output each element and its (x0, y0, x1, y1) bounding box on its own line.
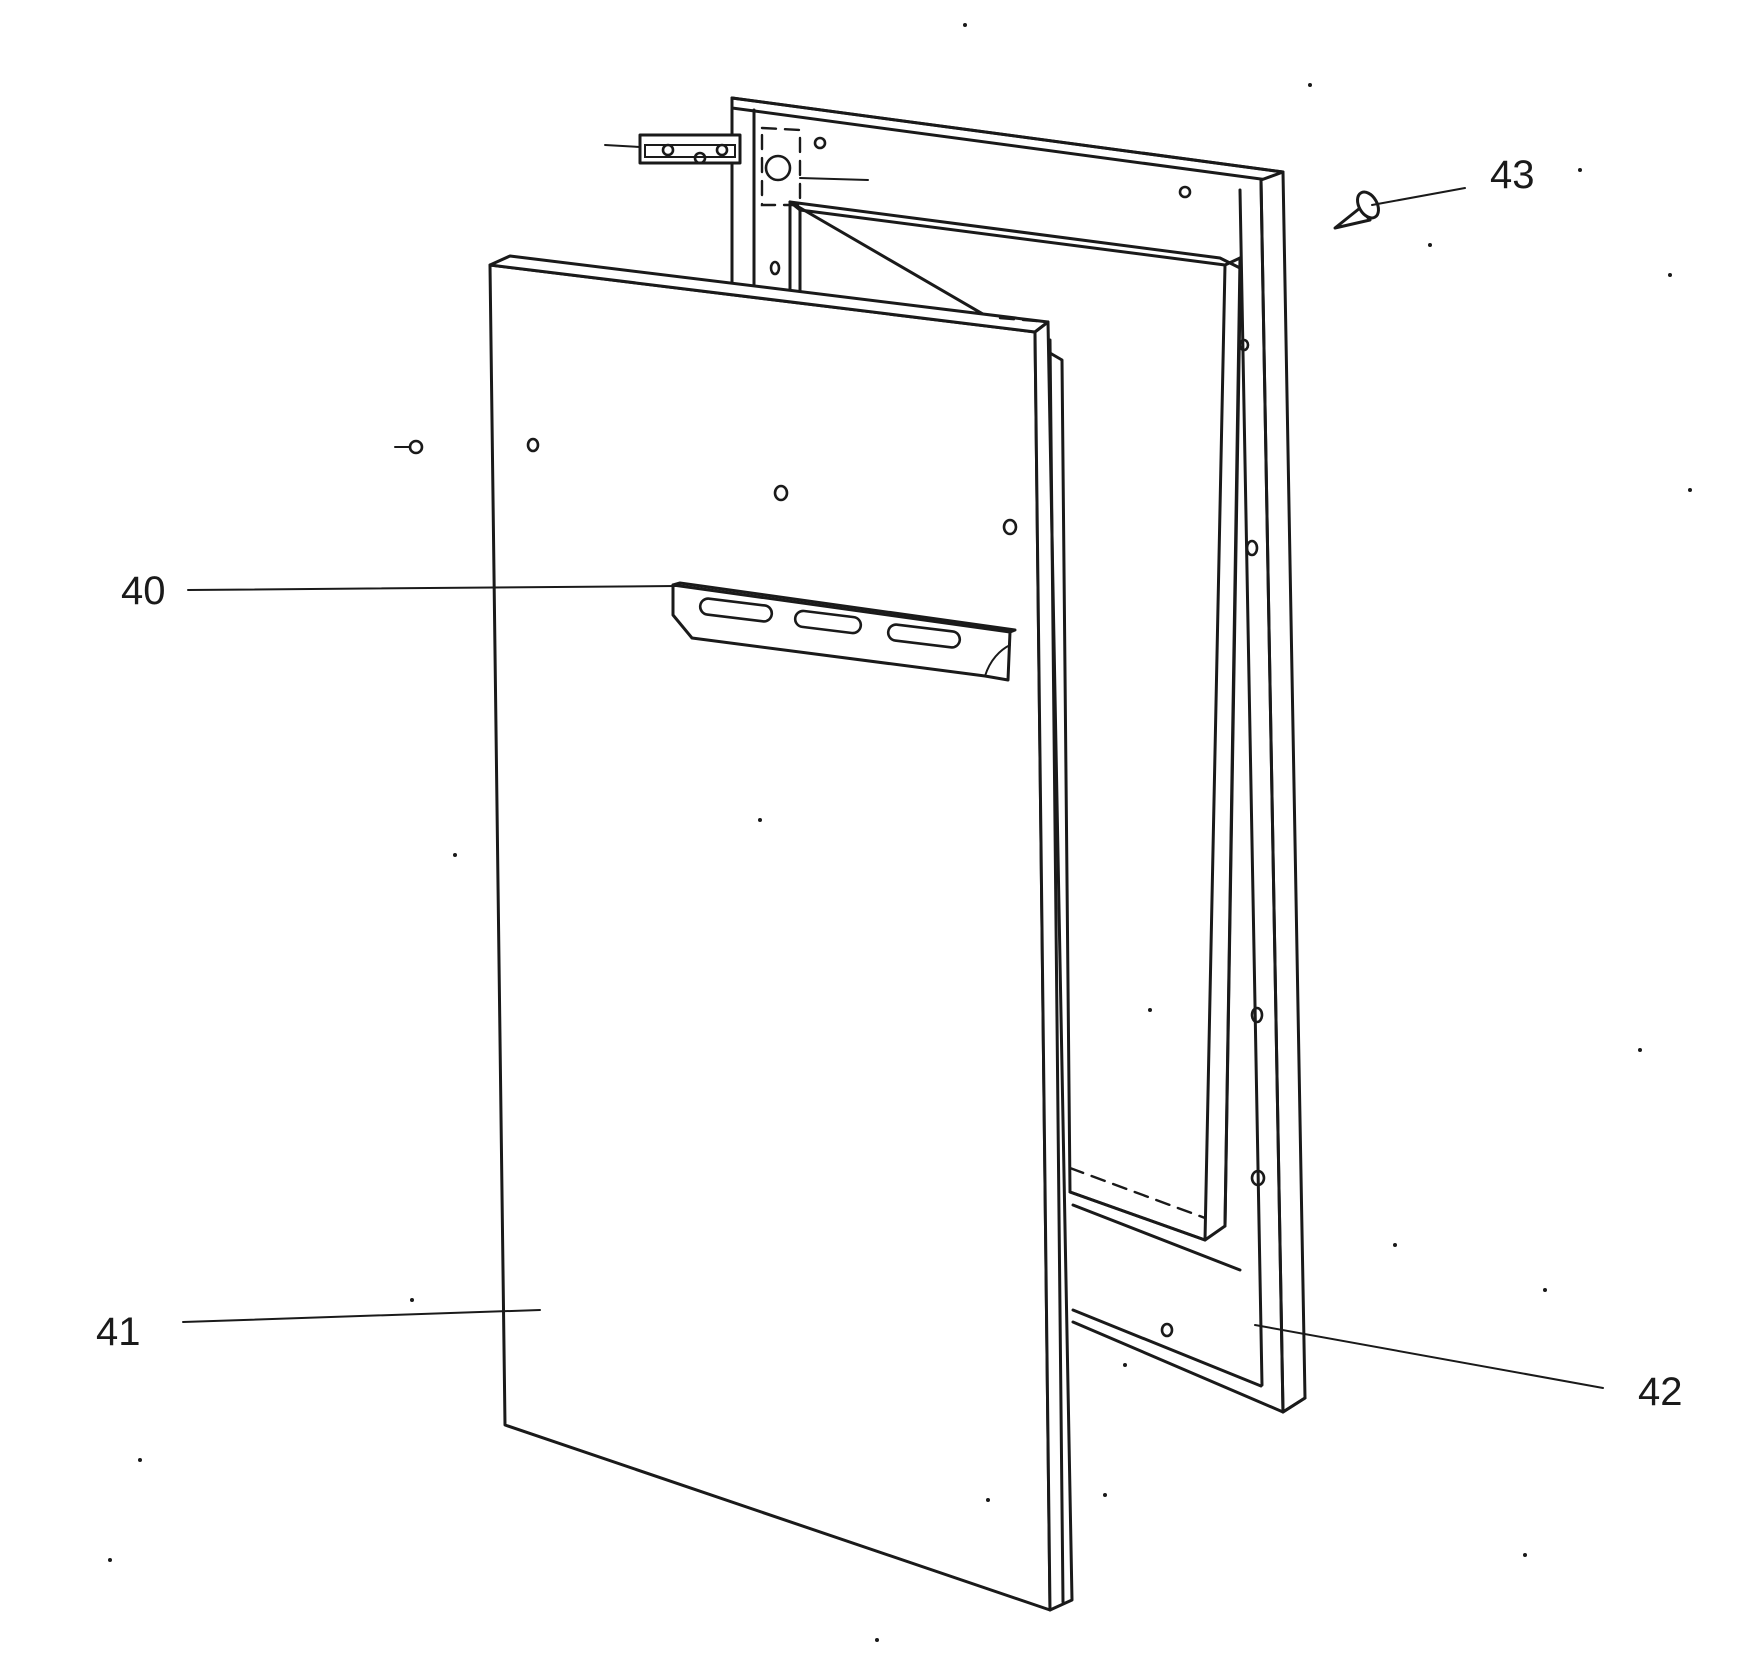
hinge-bracket (604, 126, 869, 207)
ref-label-41: 41 (96, 1310, 141, 1354)
screw-holes (394, 136, 1266, 1338)
leader-41 (182, 1309, 541, 1323)
leader-43 (1371, 187, 1466, 206)
insulation-panel (788, 200, 1242, 1242)
scan-speckles (108, 23, 1692, 1642)
leader-lines (182, 187, 1604, 1389)
screw-part-43 (1333, 190, 1380, 230)
leader-42 (1254, 1324, 1604, 1389)
leader-40 (187, 585, 677, 591)
ref-label-42: 42 (1638, 1370, 1683, 1414)
handle-part-40 (671, 581, 1017, 682)
ref-label-43: 43 (1490, 153, 1535, 197)
front-door-panel-part-41 (488, 254, 1074, 1612)
ref-label-40: 40 (121, 569, 166, 613)
